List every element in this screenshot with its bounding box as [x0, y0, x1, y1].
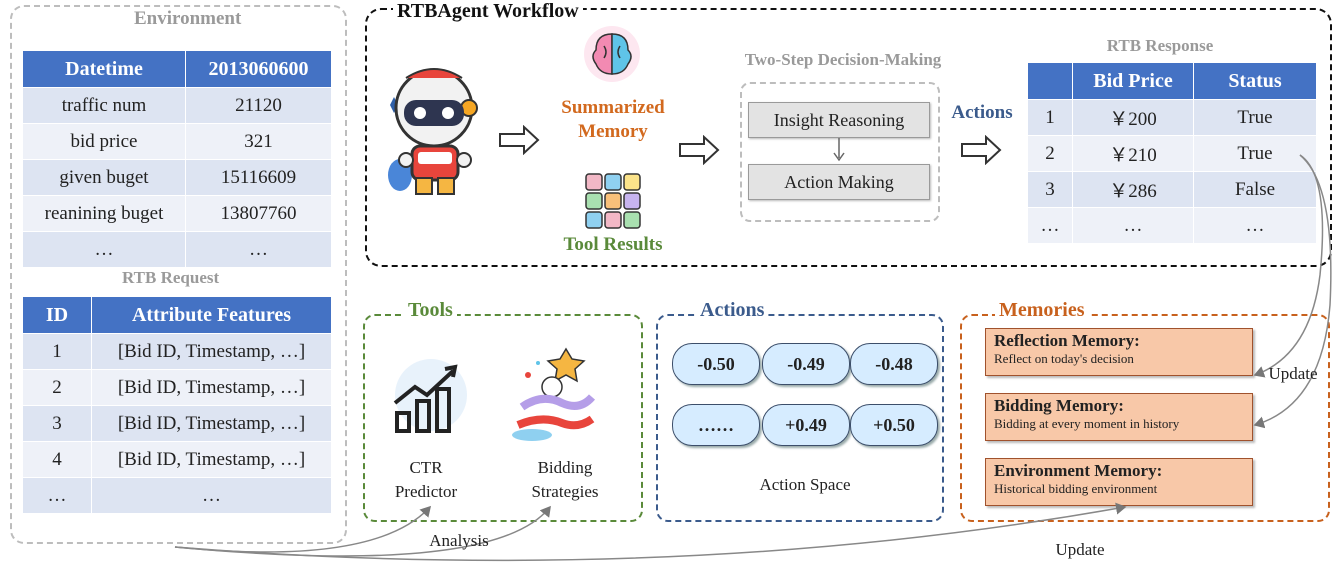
actions-arrow-label: Actions	[951, 102, 1013, 123]
decision-panel	[740, 82, 940, 222]
tools-title: Tools	[404, 299, 457, 322]
bidding-strategies-label: Bidding Strategies	[531, 458, 599, 501]
ctr-predictor-label: CTR Predictor	[394, 458, 458, 501]
bidding-memory-box: Bidding Memory: Bidding at every moment …	[985, 393, 1253, 441]
table-cell: 2	[22, 369, 92, 406]
summarized-memory-label: Summarized Memory	[561, 97, 665, 142]
table-cell: [Bid ID, Timestamp, …]	[91, 369, 332, 406]
rtb-request-title: RTB Request	[118, 268, 224, 288]
arrow-right-icon	[499, 125, 540, 155]
rtb-response-table: Bid Price Status 1 ￥200 True 2 ￥210 True…	[1027, 62, 1317, 244]
action-option-neg-048: -0.48	[850, 343, 938, 385]
memories-panel	[960, 314, 1330, 522]
table-cell: False	[1193, 171, 1317, 208]
arrow-right-icon	[679, 135, 720, 165]
insight-reasoning-step: Insight Reasoning	[748, 102, 930, 138]
arrow-down-icon	[833, 138, 845, 162]
actions-title: Actions	[696, 299, 769, 322]
response-header-status: Status	[1193, 62, 1317, 100]
robot-icon	[388, 68, 478, 195]
environment-memory-desc: Historical bidding environment	[994, 481, 1158, 496]
action-option-ellipsis: ……	[672, 404, 760, 446]
arrow-right-icon	[961, 135, 1002, 165]
request-header-features: Attribute Features	[91, 296, 332, 334]
table-cell: 4	[22, 441, 92, 478]
analysis-label: Analysis	[429, 531, 489, 550]
action-option-neg-050: -0.50	[672, 343, 760, 385]
table-cell: [Bid ID, Timestamp, …]	[91, 333, 332, 370]
env-header-datetime: Datetime	[22, 50, 186, 88]
table-row: reanining buget 13807760	[22, 195, 332, 232]
reflection-memory-desc: Reflect on today's decision	[994, 351, 1134, 366]
table-cell: 1	[1027, 99, 1073, 136]
environment-table: Datetime 2013060600 traffic num 21120 bi…	[22, 50, 332, 268]
table-row: traffic num 21120	[22, 87, 332, 124]
table-row: … … …	[1027, 207, 1317, 244]
table-cell: …	[185, 231, 332, 268]
action-option-pos-050: +0.50	[850, 404, 938, 446]
table-cell: 321	[185, 123, 332, 160]
brain-icon	[584, 26, 640, 82]
action-space-label: Action Space	[759, 475, 851, 494]
table-row: 1 ￥200 True	[1027, 99, 1317, 136]
table-cell: …	[1193, 207, 1317, 244]
table-cell: 2	[1027, 135, 1073, 172]
tool-results-icon	[585, 173, 641, 229]
ctr-chart-icon	[393, 359, 467, 433]
table-cell: 15116609	[185, 159, 332, 196]
table-cell: True	[1193, 135, 1317, 172]
actions-panel	[656, 314, 944, 522]
table-cell: True	[1193, 99, 1317, 136]
tools-panel	[363, 314, 643, 522]
rtb-response-title: RTB Response	[1106, 36, 1214, 55]
update-bottom-label: Update	[1055, 540, 1105, 559]
table-cell: bid price	[22, 123, 186, 160]
table-row: 3 [Bid ID, Timestamp, …]	[22, 405, 332, 442]
table-cell: given buget	[22, 159, 186, 196]
action-option-neg-049: -0.49	[762, 343, 850, 385]
tool-results-label: Tool Results	[563, 234, 663, 255]
update-right-label: Update	[1268, 364, 1318, 383]
memories-title: Memories	[995, 299, 1089, 322]
reflection-memory-title: Reflection Memory:	[994, 331, 1140, 350]
bidding-memory-title: Bidding Memory:	[994, 396, 1124, 415]
table-cell: reanining buget	[22, 195, 186, 232]
table-cell: traffic num	[22, 87, 186, 124]
table-row: … …	[22, 231, 332, 268]
bidding-strategies-icon	[512, 347, 596, 441]
table-row: … …	[22, 477, 332, 514]
table-cell: 21120	[185, 87, 332, 124]
table-cell: …	[1027, 207, 1073, 244]
bidding-memory-desc: Bidding at every moment in history	[994, 416, 1180, 431]
table-cell: [Bid ID, Timestamp, …]	[91, 405, 332, 442]
environment-memory-title: Environment Memory:	[994, 461, 1163, 480]
action-making-step: Action Making	[748, 164, 930, 200]
table-row: given buget 15116609	[22, 159, 332, 196]
reflection-memory-box: Reflection Memory: Reflect on today's de…	[985, 328, 1253, 376]
response-header-index	[1027, 62, 1073, 100]
table-cell: …	[91, 477, 332, 514]
table-cell: 13807760	[185, 195, 332, 232]
environment-panel	[10, 5, 347, 544]
workflow-title: RTBAgent Workflow	[393, 0, 583, 23]
table-cell: [Bid ID, Timestamp, …]	[91, 441, 332, 478]
rtb-request-table: ID Attribute Features 1 [Bid ID, Timesta…	[22, 296, 332, 514]
table-cell: …	[22, 231, 186, 268]
table-cell: …	[22, 477, 92, 514]
table-cell: ￥286	[1072, 171, 1194, 208]
environment-title: Environment	[130, 8, 246, 30]
action-option-pos-049: +0.49	[762, 404, 850, 446]
table-row: bid price 321	[22, 123, 332, 160]
workflow-panel	[365, 8, 1332, 267]
decision-title: Two-Step Decision-Making	[744, 50, 942, 69]
environment-memory-box: Environment Memory: Historical bidding e…	[985, 458, 1253, 506]
table-row: 4 [Bid ID, Timestamp, …]	[22, 441, 332, 478]
table-row: 2 [Bid ID, Timestamp, …]	[22, 369, 332, 406]
